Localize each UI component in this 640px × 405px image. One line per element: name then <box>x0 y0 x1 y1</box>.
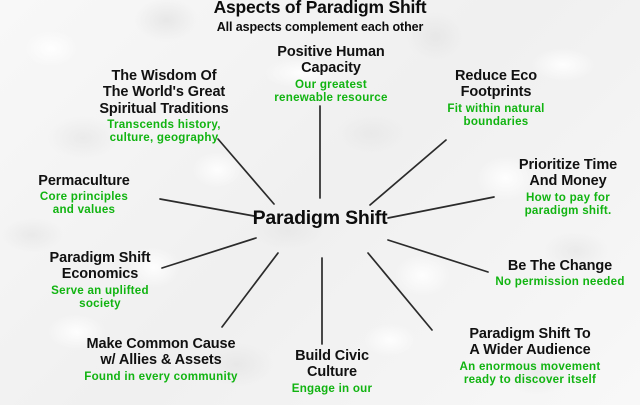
node-subtitle: How to pay for paradigm shift. <box>524 190 612 217</box>
node-title: Prioritize Time And Money <box>518 157 618 190</box>
spoke-line-make-common-cause <box>221 252 279 328</box>
node-paradigm-shift-economics: Paradigm Shift Economics Serve an uplift… <box>20 250 180 310</box>
node-title: The Wisdom Of The World's Great Spiritua… <box>99 68 229 117</box>
spoke-line-reduce-eco-footprints <box>369 139 447 206</box>
node-title: Be The Change <box>507 258 613 274</box>
node-subtitle: Transcends history, culture, geography <box>107 118 221 145</box>
node-title: Make Common Cause w/ Allies & Assets <box>86 336 236 369</box>
page-title: Aspects of Paradigm Shift <box>213 0 427 17</box>
node-title: Reduce Eco Footprints <box>455 68 537 101</box>
spoke-line-be-the-change <box>387 239 489 273</box>
node-permaculture: Permaculture Core principles and values <box>6 173 162 217</box>
node-wisdom-of-worlds-great-spiritual-traditions: The Wisdom Of The World's Great Spiritua… <box>76 68 252 144</box>
node-title: Build Civic Culture <box>295 348 369 381</box>
node-subtitle: Fit within natural boundaries <box>447 101 545 128</box>
spoke-line-paradigm-shift-wider-audience <box>367 252 433 331</box>
spoke-line-wisdom-traditions <box>217 138 275 205</box>
node-title: Paradigm Shift To A Wider Audience <box>469 326 591 359</box>
node-subtitle: An enormous movement ready to discover i… <box>459 359 601 386</box>
center-node: Paradigm Shift <box>0 207 640 230</box>
node-subtitle: Core principles and values <box>39 190 129 217</box>
node-reduce-eco-footprints: Reduce Eco Footprints Fit within natural… <box>420 68 572 128</box>
node-title: Paradigm Shift Economics <box>49 250 151 283</box>
node-title: Positive Human Capacity <box>277 44 385 77</box>
page-subtitle: All aspects complement each other <box>216 20 424 34</box>
spoke-line-prioritize-time-and-money <box>387 196 495 219</box>
node-title: Permaculture <box>38 173 130 189</box>
spoke-line-paradigm-shift-economics <box>161 237 257 269</box>
node-subtitle: No permission needed <box>495 275 625 289</box>
node-subtitle: Our greatest renewable resource <box>274 77 388 104</box>
spoke-line-permaculture <box>159 198 255 217</box>
node-prioritize-time-and-money: Prioritize Time And Money How to pay for… <box>496 157 640 217</box>
center-node-label: Paradigm Shift <box>252 207 388 229</box>
node-build-civic-culture: Build Civic Culture Engage in our <box>256 348 408 395</box>
node-be-the-change: Be The Change No permission needed <box>480 258 640 288</box>
node-paradigm-shift-to-a-wider-audience: Paradigm Shift To A Wider Audience An en… <box>428 326 632 386</box>
node-positive-human-capacity: Positive Human Capacity Our greatest ren… <box>252 44 410 104</box>
node-subtitle: Serve an uplifted society <box>51 283 149 310</box>
node-subtitle: Engage in our <box>291 381 373 395</box>
node-subtitle: Found in every community <box>84 369 238 383</box>
page-title-block: Aspects of Paradigm Shift All aspects co… <box>0 0 640 34</box>
node-make-common-cause: Make Common Cause w/ Allies & Assets Fou… <box>62 336 260 383</box>
